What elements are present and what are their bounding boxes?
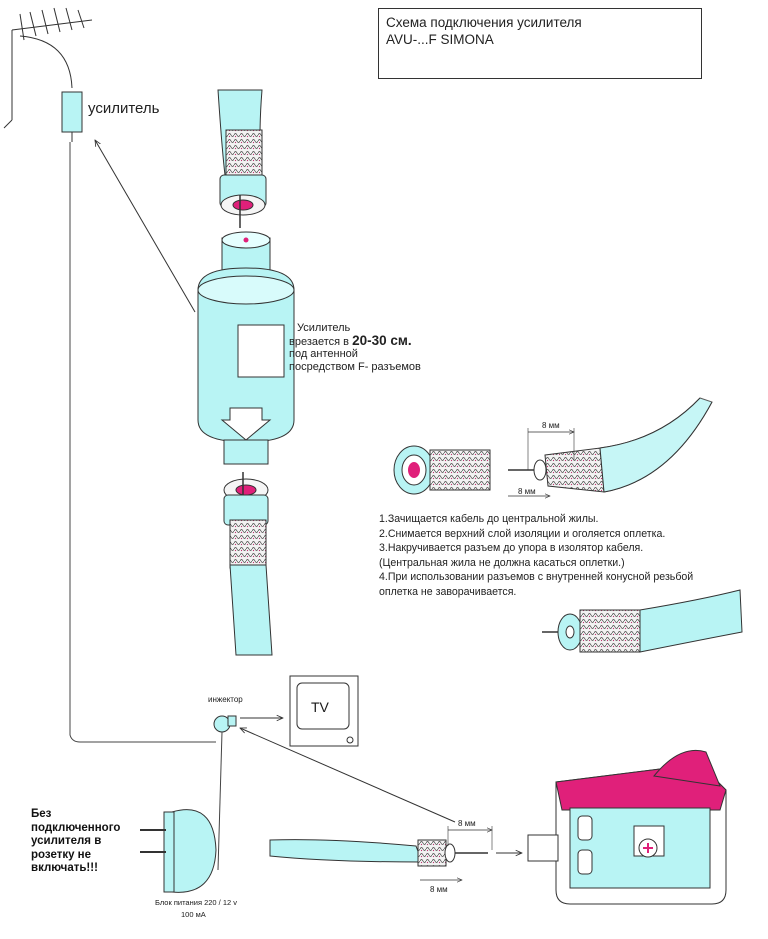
note-line-2: врезается в 20-30 см. [289, 332, 421, 349]
injector [213, 715, 237, 871]
step-3: 3.Накручивается разъем до упора в изолят… [379, 542, 644, 555]
amplifier-note: Усилитель врезается в 20-30 см. под анте… [289, 322, 421, 373]
dim-label-top-2: 8 мм [458, 819, 476, 828]
dim-label-top-1: 8 мм [542, 421, 560, 430]
warning-line-4: розетку не [31, 848, 92, 861]
note-line-2a: врезается в [289, 335, 350, 348]
step-4: 4.При использовании разъемов с внутренне… [379, 571, 694, 584]
note-line-1: Усилитель [297, 322, 351, 334]
warning-line-5: включать!!! [31, 862, 98, 874]
downlead-cable [69, 142, 216, 743]
title-line-1: Схема подключения усилителя [386, 15, 582, 30]
instruction-steps: 1.Зачищается кабель до центральной жилы.… [379, 512, 749, 600]
pointer-arrow-amplifier [95, 140, 196, 313]
injector-label: инжектор [208, 695, 243, 704]
step-3-note: (Центральная жила не должна касаться опл… [379, 556, 625, 569]
antenna [3, 7, 93, 129]
pointer-arrow-injector [240, 728, 456, 823]
psu-label-line2: 100 мА [181, 910, 206, 919]
cable-strip-detail [393, 397, 713, 496]
step-4-cont: оплетка не заворачивается. [379, 585, 517, 598]
dim-label-bottom-2: 8 мм [430, 885, 448, 894]
warning-line-1: Без [31, 808, 52, 820]
amplifier-label: усилитель [88, 100, 160, 117]
tv-label: TV [311, 699, 330, 715]
note-distance: 20-30 см. [352, 332, 412, 348]
title-box: Схема подключения усилителя AVU-...F SIM… [378, 8, 702, 79]
amplifier-body [197, 231, 295, 465]
warning-text: Без подключенного усилителя в розетку не… [31, 808, 141, 876]
psu-label-line1: Блок питания 220 / 12 v [155, 898, 237, 907]
amplifier-interior [527, 749, 727, 905]
lower-cable [223, 472, 273, 656]
title-line-2: AVU-...F SIMONA [386, 32, 494, 47]
step-2: 2.Снимается верхний слой изоляции и огол… [379, 527, 666, 540]
note-line-3: под антенной [289, 348, 358, 360]
bottom-cable-detail [269, 826, 492, 880]
note-line-4: посредством F- разъемов [289, 360, 421, 373]
upper-cable [217, 89, 267, 228]
warning-line-3: усилителя в [31, 835, 102, 847]
dim-label-bottom-1: 8 мм [518, 487, 536, 496]
assembled-connector [542, 589, 743, 653]
power-supply [140, 809, 217, 893]
mast-amplifier [61, 91, 83, 142]
warning-line-2: подключенного [31, 821, 121, 834]
step-1: 1.Зачищается кабель до центральной жилы. [379, 513, 599, 525]
tv-set [289, 675, 359, 747]
